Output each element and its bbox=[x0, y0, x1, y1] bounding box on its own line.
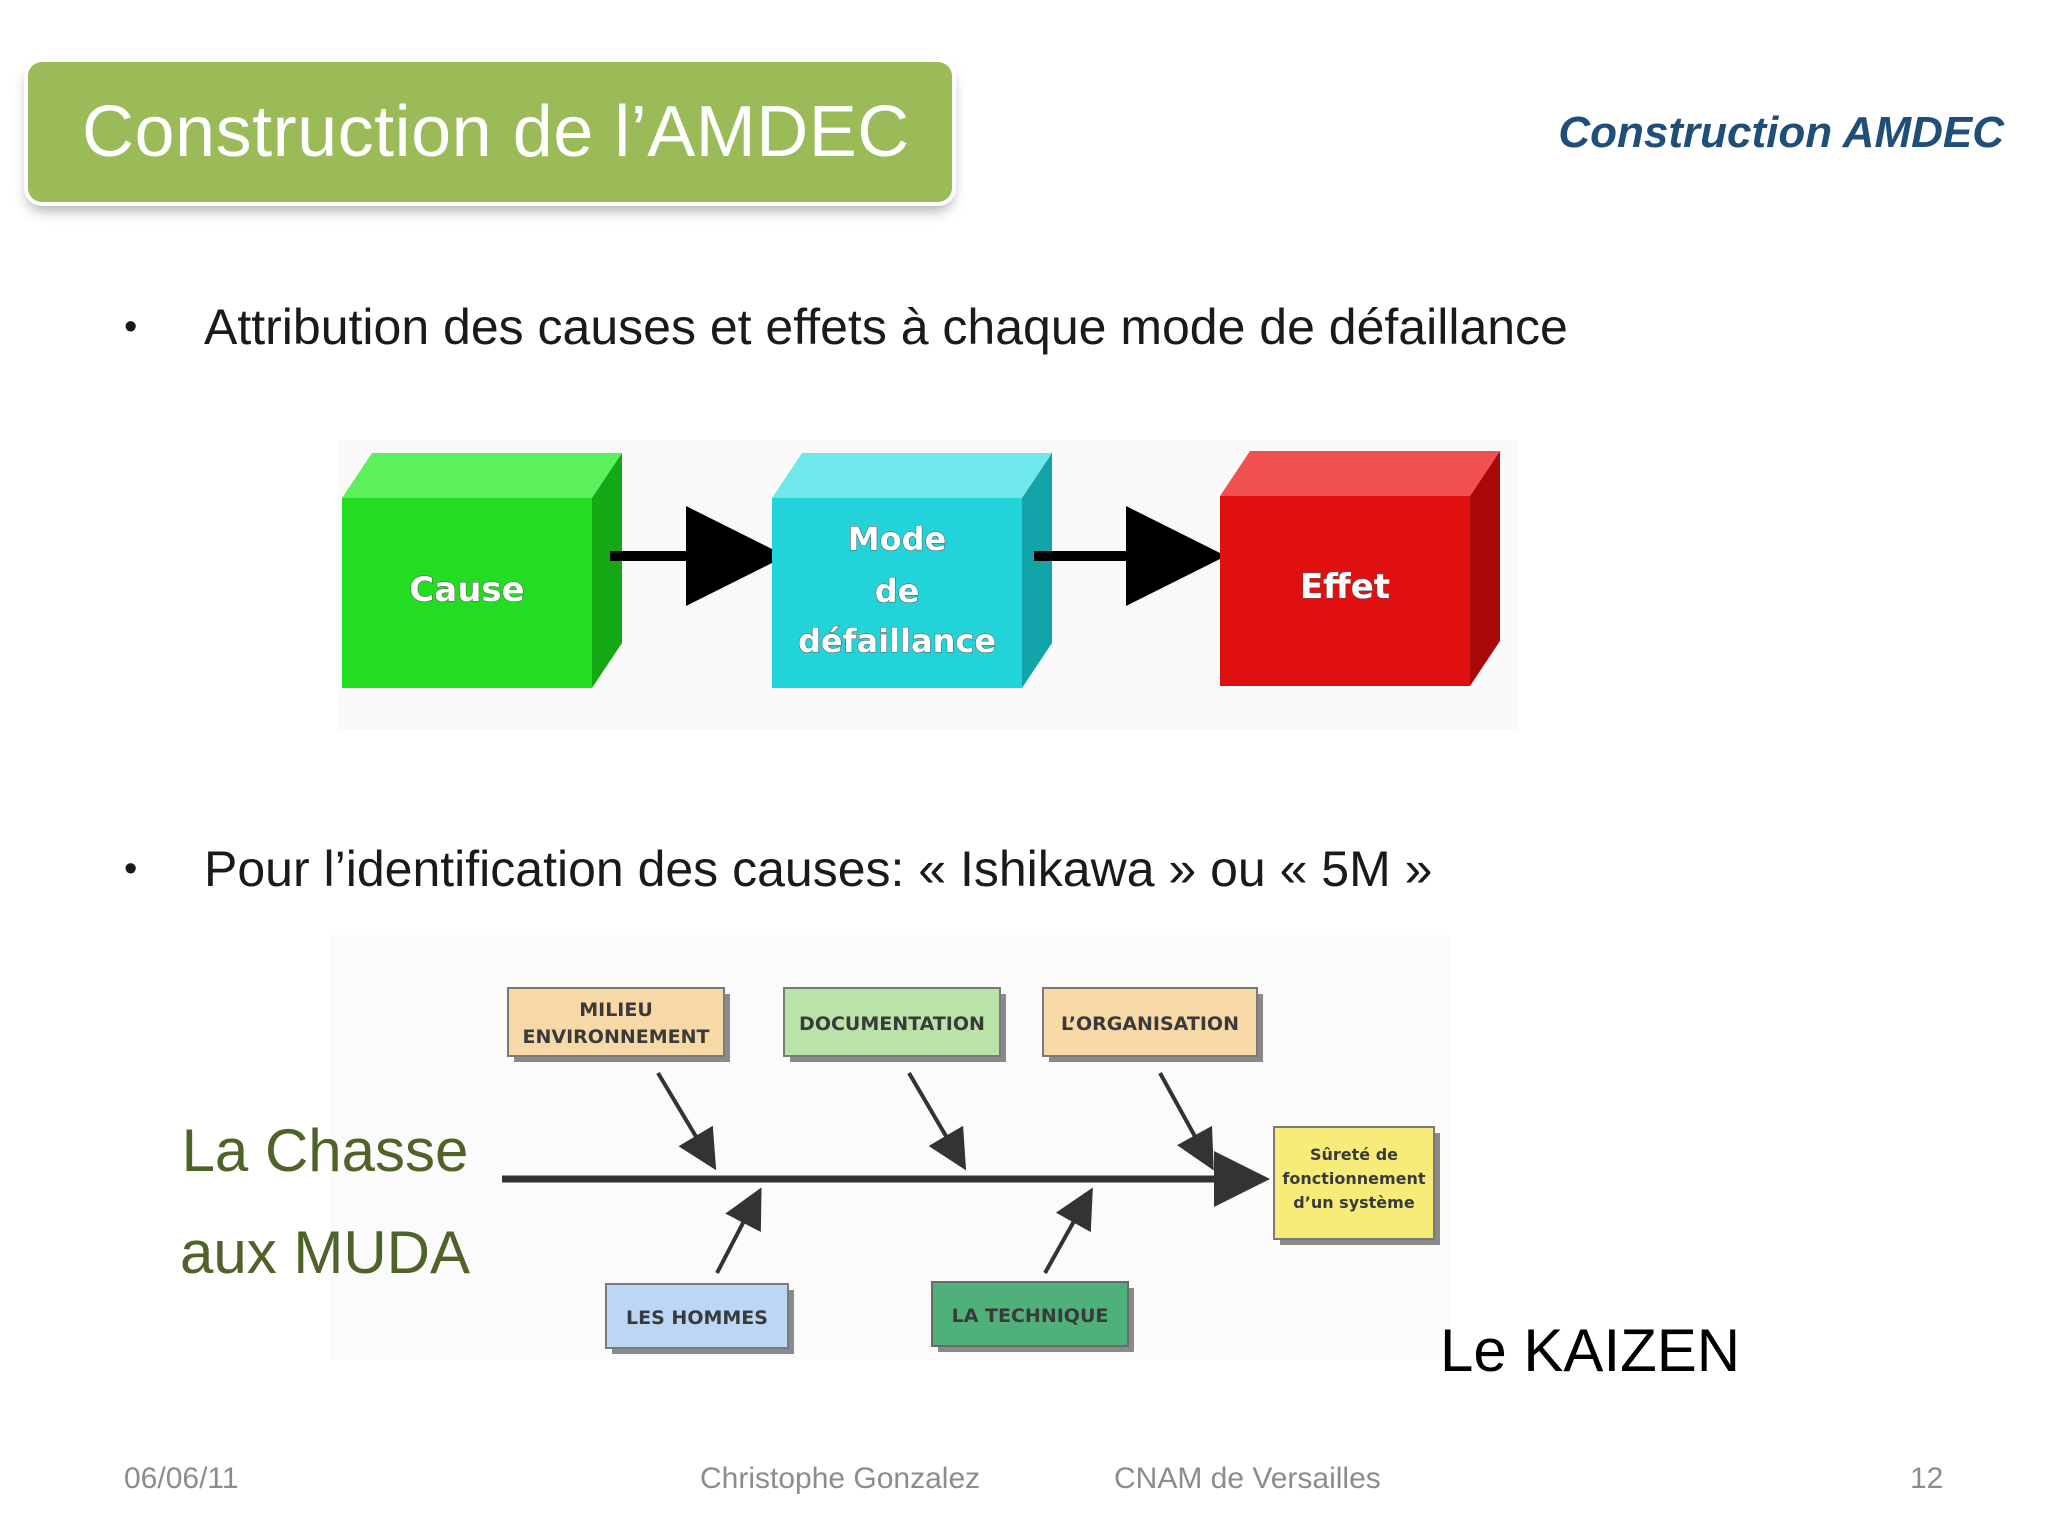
header-section-label: Construction AMDEC bbox=[1558, 108, 2004, 157]
footer-date: 06/06/11 bbox=[124, 1462, 239, 1495]
effet-label: Effet bbox=[1300, 567, 1390, 607]
mode-box: Mode de défaillance bbox=[772, 453, 1052, 688]
branch-organisation bbox=[1158, 1072, 1214, 1171]
footer-author: Christophe Gonzalez bbox=[700, 1462, 981, 1495]
result-label-line3: d’un système bbox=[1293, 1193, 1415, 1212]
mode-label-line2: de bbox=[875, 572, 920, 610]
bullet-text-2: Pour l’identification des causes: « Ishi… bbox=[204, 841, 1433, 897]
cause-box-documentation: DOCUMENTATION bbox=[783, 987, 1006, 1062]
slide-title: Construction de l’AMDEC bbox=[82, 92, 910, 172]
result-label-line2: fonctionnement bbox=[1282, 1169, 1426, 1188]
cause-box-organisation: L’ORGANISATION bbox=[1042, 987, 1263, 1062]
cause-label: Cause bbox=[409, 570, 524, 610]
branch-technique bbox=[1043, 1187, 1093, 1274]
technique-label: LA TECHNIQUE bbox=[952, 1305, 1109, 1327]
documentation-label: DOCUMENTATION bbox=[799, 1013, 985, 1035]
muda-line2: aux MUDA bbox=[179, 1219, 471, 1286]
bullet-text-1: Attribution des causes et effets à chaqu… bbox=[204, 299, 1568, 355]
branch-milieu bbox=[656, 1071, 717, 1171]
footer-organization: CNAM de Versailles bbox=[1114, 1462, 1381, 1495]
mode-label-line3: défaillance bbox=[798, 622, 996, 660]
cause-box-technique: LA TECHNIQUE bbox=[931, 1281, 1134, 1352]
mode-label-line1: Mode bbox=[848, 520, 946, 558]
bullet-item-2: • Pour l’identification des causes: « Is… bbox=[124, 840, 1432, 898]
side-note-kaizen: Le KAIZEN bbox=[1440, 1317, 1741, 1384]
footer-page-number: 12 bbox=[1910, 1462, 1944, 1495]
side-note-muda: La Chasse aux MUDA bbox=[150, 1100, 500, 1304]
cause-box-hommes: LES HOMMES bbox=[605, 1283, 794, 1354]
bullet-item-1: • Attribution des causes et effets à cha… bbox=[124, 298, 1568, 356]
bullet-dot-icon: • bbox=[124, 847, 138, 890]
cause-box: Cause bbox=[342, 453, 622, 688]
muda-line1: La Chasse bbox=[181, 1117, 469, 1184]
title-box: Construction de l’AMDEC bbox=[28, 62, 952, 202]
result-label-line1: Sûreté de bbox=[1310, 1145, 1398, 1164]
effect-box-surete: Sûreté de fonctionnement d’un système bbox=[1273, 1126, 1440, 1245]
cause-box-milieu: MILIEU ENVIRONNEMENT bbox=[507, 987, 730, 1062]
branch-hommes bbox=[715, 1187, 762, 1274]
hommes-label: LES HOMMES bbox=[626, 1307, 768, 1329]
milieu-label-line1: MILIEU bbox=[579, 999, 653, 1021]
branch-documentation bbox=[907, 1071, 967, 1171]
bullet-dot-icon: • bbox=[124, 305, 138, 348]
organisation-label: L’ORGANISATION bbox=[1061, 1013, 1239, 1035]
effet-box: Effet bbox=[1220, 451, 1500, 686]
milieu-label-line2: ENVIRONNEMENT bbox=[523, 1026, 710, 1048]
